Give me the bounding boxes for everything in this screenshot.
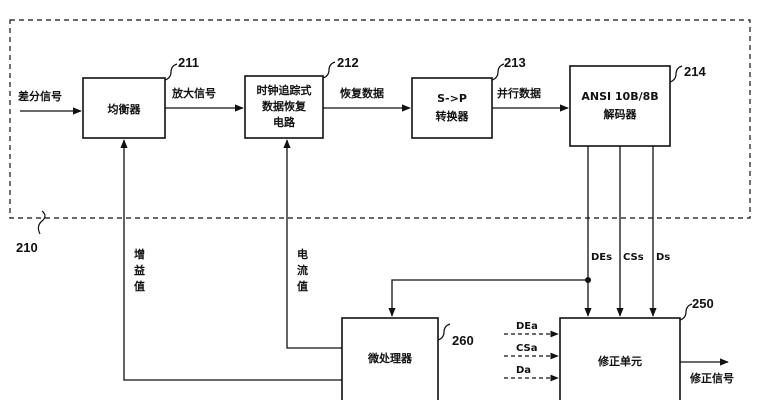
- decoder-ref-leader: [669, 65, 683, 83]
- decoder-label-line1: ANSI 10B/8B: [581, 90, 658, 103]
- microprocessor-box: [341, 317, 439, 400]
- ds-label: Ds: [656, 252, 670, 263]
- csa-label: CSa: [516, 343, 537, 354]
- sp-converter-box: [411, 77, 493, 139]
- region-210-leader: [37, 210, 46, 235]
- current-label-2: 流: [297, 263, 308, 277]
- da-label: Da: [516, 365, 531, 376]
- sp-ref: 213: [504, 55, 526, 70]
- gain-label-1: 增: [134, 247, 145, 261]
- region-210-ref: 210: [16, 240, 38, 255]
- gain-feedback-wire: [120, 139, 342, 381]
- receiver-region-boundary: [9, 19, 751, 219]
- gain-label-2: 益: [134, 263, 145, 277]
- des-to-mcu-wire: [388, 279, 588, 317]
- equalizer-label: 均衡器: [108, 102, 142, 116]
- recovered-data-label: 恢复数据: [340, 86, 384, 100]
- des-label: DEs: [591, 252, 612, 263]
- gain-label-3: 值: [134, 279, 145, 293]
- equalizer-ref-leader: [164, 63, 178, 81]
- equalizer-box: [82, 77, 166, 139]
- current-label-3: 值: [297, 279, 308, 293]
- dea-label: DEa: [516, 321, 538, 332]
- decoder-ref: 214: [684, 64, 706, 79]
- current-label-1: 电: [297, 247, 308, 261]
- input-signal-label: 差分信号: [18, 89, 62, 103]
- microprocessor-ref: 260: [452, 333, 474, 348]
- microprocessor-label: 微处理器: [367, 351, 413, 365]
- cdr-ref-leader: [322, 61, 336, 79]
- css-label: CSs: [623, 252, 644, 263]
- cdr-label-line1: 时钟追踪式: [257, 83, 312, 97]
- equalizer-ref: 211: [178, 55, 199, 70]
- decoder-box: [569, 65, 671, 147]
- correction-unit-label: 修正单元: [597, 354, 642, 368]
- output-signal-label: 修正信号: [689, 371, 734, 385]
- correction-unit-box: [559, 317, 681, 400]
- cdr-ref: 212: [337, 55, 359, 70]
- cdr-box: [244, 75, 324, 139]
- parallel-data-label: 并行数据: [497, 86, 541, 100]
- sp-ref-leader: [491, 63, 505, 81]
- correction-unit-ref-leader: [679, 303, 693, 321]
- current-feedback-wire: [283, 139, 342, 349]
- cdr-label-line2: 数据恢复: [262, 99, 307, 113]
- sp-label-line2: 转换器: [436, 109, 470, 123]
- correction-unit-ref: 250: [692, 296, 714, 311]
- decoder-label-line2: 解码器: [604, 107, 638, 121]
- microprocessor-ref-leader: [437, 323, 451, 341]
- amplified-signal-label: 放大信号: [171, 86, 216, 100]
- sp-label-line1: S->P: [437, 92, 467, 105]
- cdr-label-line3: 电路: [273, 115, 296, 129]
